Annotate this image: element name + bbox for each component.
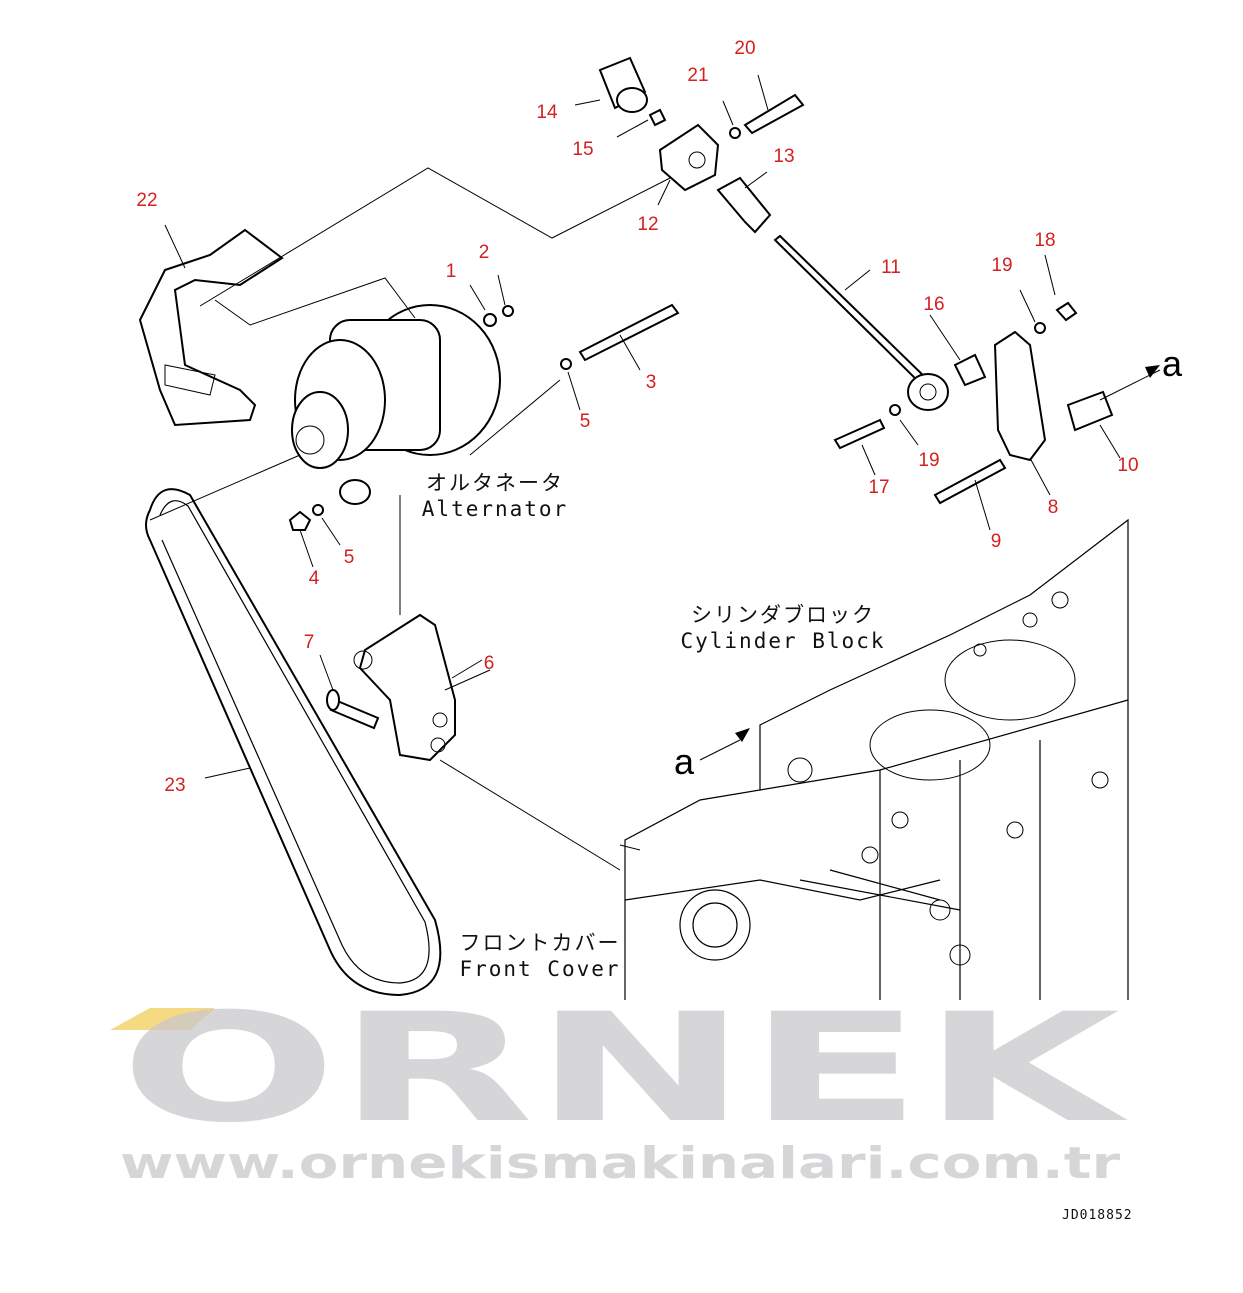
view-a-marker-2: a	[674, 741, 695, 782]
callout-23: 23	[164, 775, 185, 796]
callout-15: 15	[572, 139, 593, 160]
callout-17: 17	[868, 477, 889, 498]
callouts: 1 2 3 4 5 5 6 7 8 9 10 11 12 13 14 15 16…	[136, 38, 1138, 796]
front-cover-label-en: Front Cover	[459, 957, 620, 981]
watermark-accent	[110, 1008, 215, 1030]
callout-19b: 19	[918, 450, 939, 471]
cylinder-block-label-jp: シリンダブロック	[691, 603, 875, 627]
alternator-drawing	[291, 304, 501, 505]
cylinder-block-label-en: Cylinder Block	[680, 629, 885, 653]
callout-10: 10	[1117, 455, 1138, 476]
callout-21: 21	[687, 65, 708, 86]
callout-11: 11	[881, 257, 901, 278]
callout-22: 22	[136, 190, 157, 211]
watermark-url: www.ornekismakinalari.com.tr	[120, 1138, 1120, 1189]
alternator-label-en: Alternator	[422, 497, 568, 521]
callout-9: 9	[991, 531, 1002, 552]
callout-14: 14	[536, 102, 558, 123]
callout-13: 13	[773, 146, 794, 167]
callout-16: 16	[923, 294, 944, 315]
front-cover-label-jp: フロントカバー	[460, 931, 621, 955]
callout-5b: 5	[344, 547, 355, 568]
callout-2: 2	[479, 242, 490, 263]
cover-bracket	[138, 228, 284, 427]
view-a-marker: a	[1162, 343, 1183, 384]
callout-18: 18	[1034, 230, 1055, 251]
callout-7: 7	[304, 632, 315, 653]
alternator-label-jp: オルタネータ	[426, 471, 564, 495]
watermark: ORNEK www.ornekismakinalari.com.tr	[110, 982, 1128, 1189]
callout-4: 4	[309, 568, 320, 589]
callout-20: 20	[734, 38, 755, 59]
cylinder-block-drawing	[624, 518, 1129, 1000]
mounting-bracket	[358, 613, 456, 762]
callout-19: 19	[991, 255, 1012, 276]
callout-12: 12	[637, 214, 658, 235]
callout-3: 3	[646, 372, 657, 393]
watermark-brand: ORNEK	[120, 982, 1128, 1156]
callout-1: 1	[446, 261, 457, 282]
callout-8: 8	[1048, 497, 1059, 518]
callout-6: 6	[484, 653, 495, 674]
drive-belt	[145, 488, 442, 997]
callout-5: 5	[580, 411, 591, 432]
drawing-code: JD018852	[1062, 1208, 1133, 1223]
